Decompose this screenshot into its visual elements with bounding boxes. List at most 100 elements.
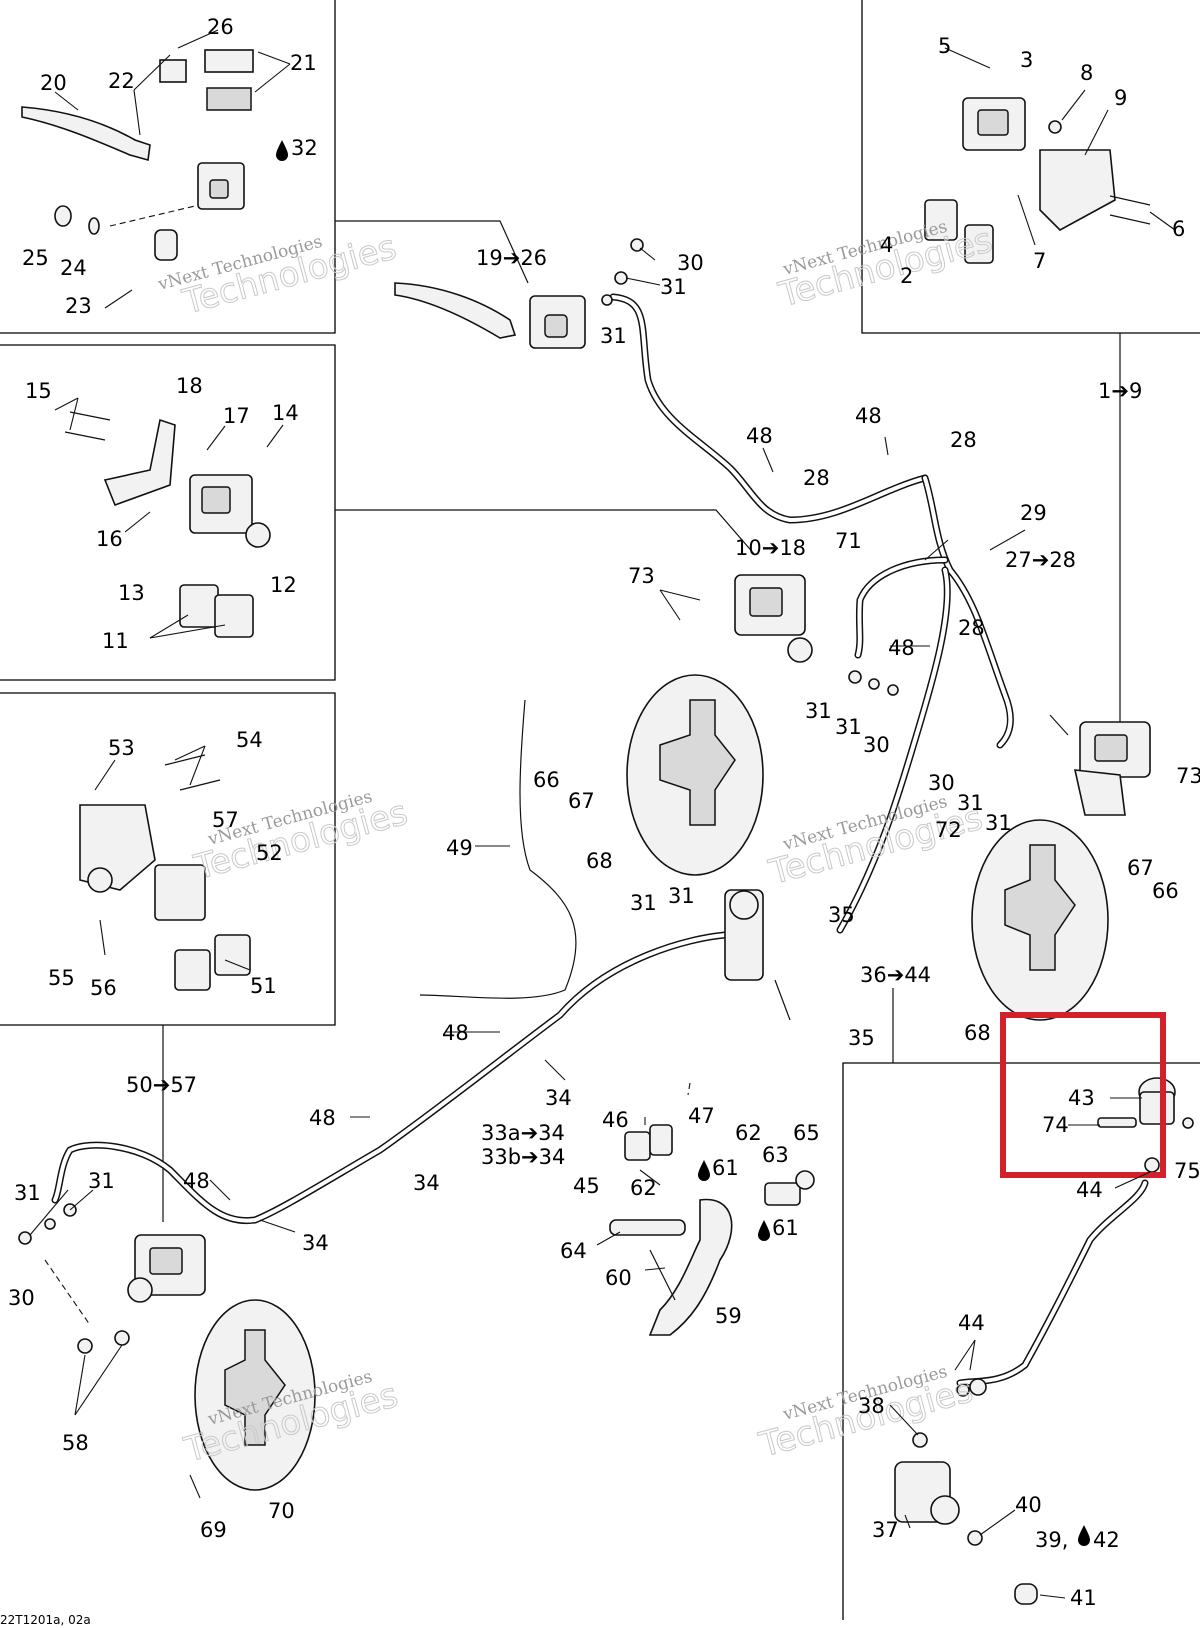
callout-label: 61 [772,1216,799,1240]
callout-label: 31 [88,1169,115,1193]
callout-label: 40 [1015,1493,1042,1517]
callout-label: 23 [65,294,92,318]
callout-label: 58 [62,1431,89,1455]
callout-label: 73 [1176,764,1200,788]
callout-label: 52 [256,841,283,865]
callout-label: 31 [985,811,1012,835]
callout-label: 12 [270,573,297,597]
callout-label: 51 [250,974,277,998]
callout-label: 62 [735,1121,762,1145]
figure-code: 22T1201a, 02a [0,1613,91,1627]
callout-label: 33b➔34 [481,1145,565,1169]
callout-label: 48 [183,1169,210,1193]
callout-label: 74 [1042,1113,1069,1137]
callout-label: 28 [950,428,977,452]
callout-label: 35 [848,1026,875,1050]
callout-label: 9 [1114,86,1127,110]
callout-label: 16 [96,527,123,551]
callout-label: 75 [1174,1159,1200,1183]
callout-label: 68 [586,849,613,873]
callout-label: 34 [545,1086,572,1110]
callout-label: 66 [1152,879,1179,903]
callout-label: 73 [628,564,655,588]
callout-label: 45 [573,1174,600,1198]
callout-label: 30 [677,251,704,275]
callout-label: 31 [14,1181,41,1205]
callout-label: 7 [1033,249,1046,273]
callout-label: 62 [630,1176,657,1200]
callout-label: 32 [291,136,318,160]
callout-label: 2 [900,264,913,288]
parts-rear-left-caliper [18,1203,206,1354]
callout-label: 31 [805,699,832,723]
callout-label: 8 [1080,61,1093,85]
callout-label: 48 [746,424,773,448]
callout-label: 20 [40,71,67,95]
callout-label: 34 [302,1231,329,1255]
callout-label: 48 [442,1021,469,1045]
callout-label: 11 [102,629,129,653]
parts-right-caliper [1073,721,1151,816]
callout-label: 1➔9 [1098,379,1142,403]
fluid-drop-icons [276,140,1090,1546]
callout-label: 64 [560,1239,587,1263]
callout-label: 13 [118,581,145,605]
callout-label: 33a➔34 [481,1121,565,1145]
callout-label: 35 [828,903,855,927]
callout-label: 55 [48,966,75,990]
callout-label: 22 [108,69,135,93]
callout-label: 21 [290,51,317,75]
callout-label: 34 [413,1171,440,1195]
callout-label: 44 [1076,1178,1103,1202]
callout-label: 29 [1020,501,1047,525]
callout-label: 10➔18 [735,536,806,560]
callout-label: 25 [22,246,49,270]
part-labels: 20 22 26 21 32 25 24 23 5 3 8 9 4 2 7 6 … [0,15,1200,1627]
callout-label: 72 [935,818,962,842]
callout-label: 49 [446,836,473,860]
callout-label: 31 [668,884,695,908]
parts-rear-master-and-pedal [609,889,815,1336]
leader-lines [29,29,1176,1599]
callout-label: 28 [803,466,830,490]
panel-connector-lines [162,220,1121,1222]
callout-label: 17 [223,404,250,428]
callout-label: 57 [212,808,239,832]
callout-label: 31 [835,715,862,739]
callout-label: 28 [958,616,985,640]
callout-label: 41 [1070,1586,1097,1610]
callout-label: 61 [712,1156,739,1180]
callout-label: 15 [25,379,52,403]
callout-label: 39, [1035,1528,1068,1552]
fluid-drop-icon [698,1160,710,1181]
callout-label: 30 [863,733,890,757]
fluid-drop-icon [1078,1525,1090,1546]
callout-label: 67 [568,789,595,813]
callout-label: 6 [1172,217,1185,241]
fluid-drop-icon [758,1220,770,1241]
callout-label: 60 [605,1266,632,1290]
callout-label: 47 [688,1104,715,1128]
callout-label: 26 [207,15,234,39]
callout-label: 53 [108,736,135,760]
callout-label: 3 [1020,48,1033,72]
callout-label: 48 [309,1106,336,1130]
callout-label: 24 [60,256,87,280]
highlight-box [1000,1012,1166,1178]
callout-label: 31 [630,891,657,915]
callout-label: 44 [958,1311,985,1335]
callout-label: 50➔57 [126,1073,197,1097]
callout-label: 46 [602,1108,629,1132]
parts-top-right-caliper [924,97,1151,264]
callout-label: 56 [90,976,117,1000]
callout-label: 31 [600,324,627,348]
callout-label: 42 [1093,1528,1120,1552]
callout-label: 30 [8,1286,35,1310]
callout-label: 30 [928,771,955,795]
parts-center-caliper [734,574,899,696]
fluid-drop-icon [276,140,288,161]
callout-label: 37 [872,1518,899,1542]
callout-label: 48 [855,404,882,428]
